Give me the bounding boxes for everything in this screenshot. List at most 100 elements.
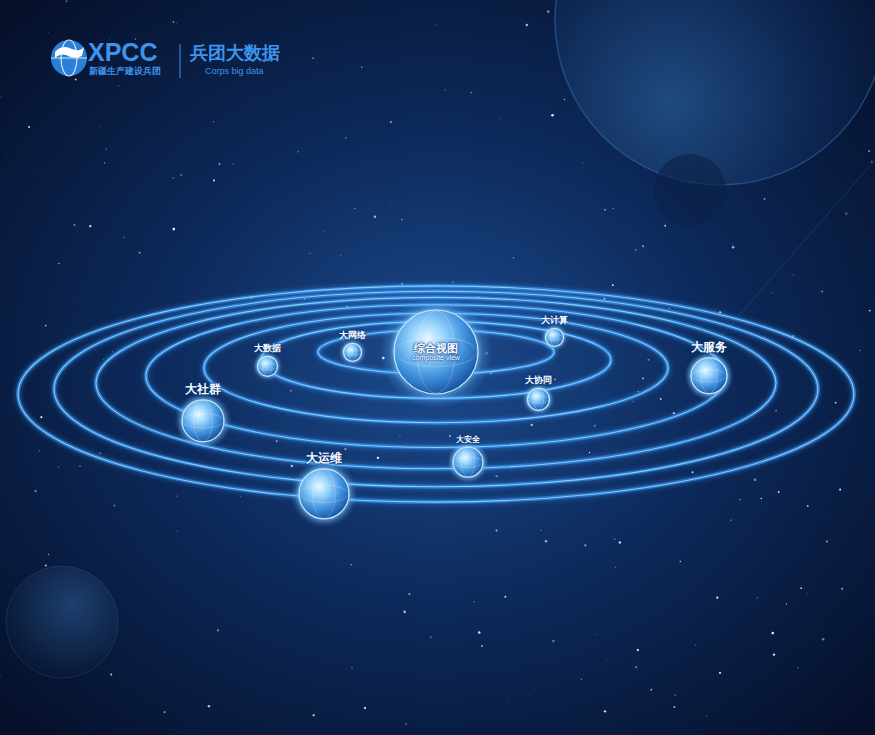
sphere-grid	[701, 358, 717, 393]
star	[826, 541, 828, 543]
star	[650, 689, 652, 691]
sphere-halo	[542, 325, 566, 349]
star	[28, 126, 30, 128]
star	[353, 461, 355, 463]
node-label: 大运维	[297, 452, 351, 466]
star	[869, 310, 871, 312]
sphere	[527, 388, 549, 410]
star	[674, 694, 676, 696]
sphere-halo	[523, 384, 553, 414]
star	[531, 424, 533, 426]
star	[822, 638, 825, 641]
star	[173, 228, 176, 231]
star	[58, 466, 59, 467]
star	[719, 672, 721, 674]
star	[47, 32, 49, 34]
logo-emblem	[51, 40, 87, 76]
star	[0, 676, 1, 677]
planet-node: 大服务	[689, 341, 729, 394]
star	[619, 541, 622, 544]
star	[632, 401, 633, 402]
logo-english: Corps big data	[205, 67, 264, 76]
node-label: 大安全	[451, 435, 485, 444]
star	[276, 440, 278, 442]
star	[673, 412, 675, 414]
star	[113, 504, 115, 506]
star	[581, 679, 583, 681]
star	[408, 593, 410, 595]
sphere	[182, 400, 224, 442]
star	[351, 564, 352, 565]
star	[551, 114, 553, 116]
star	[0, 96, 1, 97]
star	[45, 325, 47, 327]
star	[508, 698, 509, 699]
star	[445, 89, 446, 90]
star	[481, 645, 483, 647]
star	[66, 0, 68, 2]
sphere-halo	[340, 340, 364, 364]
star	[297, 151, 299, 153]
star	[69, 79, 71, 81]
star	[638, 391, 639, 392]
star	[58, 263, 60, 265]
star	[240, 496, 242, 498]
star	[291, 465, 293, 467]
star	[430, 636, 432, 638]
moon-illustration	[654, 154, 726, 226]
star	[739, 499, 741, 501]
planet-illustration	[555, 0, 875, 185]
star	[828, 513, 830, 515]
star	[312, 58, 313, 59]
node-label: 大协同	[523, 375, 554, 385]
star	[554, 379, 556, 381]
star	[7, 158, 9, 160]
sphere	[453, 447, 483, 477]
logo-title: 兵团大数据	[190, 44, 280, 62]
sphere-grid	[461, 447, 475, 476]
light-streak	[700, 160, 875, 360]
star	[706, 715, 708, 717]
star	[452, 281, 454, 283]
star	[401, 219, 402, 220]
node-label: 综合视图	[414, 342, 458, 355]
star	[615, 567, 616, 568]
star	[254, 486, 256, 488]
sphere-grid	[313, 470, 336, 519]
star	[593, 424, 595, 426]
star	[323, 231, 324, 232]
planet-node: 大安全	[451, 435, 485, 477]
star	[635, 249, 637, 251]
star	[774, 410, 776, 412]
star	[313, 714, 315, 716]
star	[139, 252, 141, 254]
star	[792, 274, 793, 275]
star	[835, 402, 837, 404]
sphere-grid	[263, 356, 272, 376]
star	[821, 291, 823, 293]
star	[67, 298, 69, 300]
star	[773, 653, 775, 655]
sphere-grid	[257, 363, 277, 370]
star	[775, 410, 776, 411]
planet-node: 大协同	[523, 375, 554, 410]
star	[36, 169, 38, 171]
star	[564, 99, 566, 101]
star	[109, 38, 111, 40]
star	[504, 596, 506, 598]
planet-illustration	[6, 566, 118, 678]
sphere-grid	[453, 457, 482, 468]
star	[595, 633, 597, 635]
star	[730, 519, 732, 521]
star	[637, 644, 639, 646]
star	[403, 611, 406, 614]
sphere	[394, 310, 478, 394]
orbit-ring	[96, 297, 776, 468]
star	[692, 471, 694, 473]
emblem-equator	[51, 57, 87, 58]
star	[341, 143, 343, 145]
star	[377, 457, 379, 459]
star	[213, 179, 215, 181]
star	[173, 177, 174, 178]
star	[12, 411, 14, 413]
